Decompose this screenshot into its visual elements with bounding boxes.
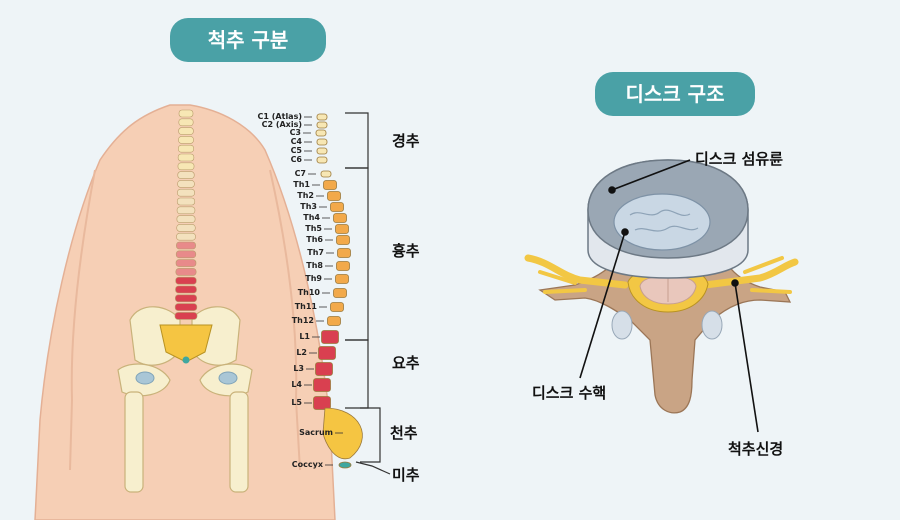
- figure-vertebra: [177, 171, 195, 179]
- vertebra-label: L3: [293, 364, 304, 373]
- vertebra-9: [330, 202, 344, 212]
- vertebra-label: Th5: [305, 224, 322, 233]
- vertebra-5: [316, 156, 328, 164]
- figure-vertebra: [176, 224, 196, 232]
- vertebra-label: C7: [294, 169, 306, 178]
- figure-vertebra: [175, 276, 197, 285]
- vertebra-1: [316, 121, 328, 129]
- vertebra-22: [313, 378, 331, 392]
- lateral-spine: [303, 113, 363, 469]
- vertebra-17: [330, 302, 344, 312]
- vertebra-label: Th6: [306, 235, 323, 244]
- vertebra-15: [335, 274, 349, 284]
- vertebra-label: L5: [291, 398, 302, 407]
- figure-vertebra: [175, 294, 197, 303]
- vertebra-label: C4: [290, 137, 302, 146]
- figure-vertebra: [176, 215, 196, 223]
- vertebra-label: Th9: [305, 274, 322, 283]
- figure-vertebra: [177, 153, 195, 162]
- pelvis: [117, 306, 253, 493]
- vertebra-25: [338, 461, 352, 469]
- vertebra-19: [321, 330, 339, 344]
- vertebra-label: C5: [290, 146, 302, 155]
- vertebra-label: Coccyx: [291, 460, 323, 469]
- figure-vertebra: [175, 259, 197, 267]
- figure-spine: [174, 109, 198, 320]
- figure-vertebra: [177, 162, 195, 171]
- vertebra-3: [316, 138, 328, 146]
- vertebra-label: L1: [299, 332, 310, 341]
- vertebra-label: Sacrum: [299, 428, 333, 437]
- vertebra-10: [333, 213, 347, 223]
- vertebra-11: [335, 224, 349, 234]
- callout-lines: [579, 159, 759, 433]
- vertebra-13: [337, 248, 351, 258]
- vertebra-label: Th10: [297, 288, 320, 297]
- vertebra-6: [320, 170, 332, 178]
- vertebra-label: C3: [289, 128, 301, 137]
- figure-vertebra: [178, 127, 194, 135]
- vertebra-label: Th11: [294, 302, 317, 311]
- figure-vertebra: [176, 241, 196, 250]
- region-label-sacral: 천추: [390, 424, 418, 442]
- figure-vertebra: [178, 109, 194, 118]
- vertebra-label: Th3: [300, 202, 317, 211]
- figure-vertebra: [178, 144, 195, 153]
- vertebra-label: Th12: [291, 316, 314, 325]
- region-label-thoracic: 흉추: [392, 242, 420, 260]
- vertebra-20: [318, 346, 336, 360]
- vertebra-12: [336, 235, 350, 245]
- figure-vertebra: [175, 268, 197, 276]
- vertebra-label: C6: [290, 155, 302, 164]
- vertebra-label: Th2: [297, 191, 314, 200]
- figure-vertebra: [178, 136, 194, 144]
- vertebra-23: [313, 396, 331, 410]
- figure-vertebra: [178, 118, 194, 127]
- figure-vertebra: [176, 197, 196, 206]
- vertebra-label: L2: [296, 348, 307, 357]
- vertebra-label: C2 (Axis): [261, 120, 302, 129]
- figure-vertebra: [176, 206, 196, 215]
- callout-annulus: 디스크 섬유륜: [695, 150, 784, 168]
- region-label-coccygeal: 미추: [392, 466, 420, 484]
- figure-vertebra: [174, 303, 198, 311]
- callout-spinal-nerve: 척추신경: [728, 440, 784, 458]
- callout-nucleus: 디스크 수핵: [532, 384, 607, 402]
- vertebra-21: [315, 362, 333, 376]
- region-label-lumbar: 요추: [392, 354, 420, 372]
- region-label-cervical: 경추: [392, 132, 420, 150]
- vertebra-2: [315, 129, 327, 137]
- vertebra-label: Th7: [307, 248, 324, 257]
- figure-vertebra: [175, 285, 197, 294]
- figure-vertebra: [177, 188, 195, 197]
- figure-vertebra: [174, 312, 198, 320]
- vertebra-8: [327, 191, 341, 201]
- figure-vertebra: [176, 232, 196, 241]
- disc-structure-title: 디스크 구조: [595, 72, 755, 116]
- spine-section-title: 척추 구분: [170, 18, 326, 62]
- figure-vertebra: [175, 250, 197, 259]
- vertebra-18: [327, 316, 341, 326]
- region-brackets: [345, 112, 391, 475]
- vertebra-7: [323, 180, 337, 190]
- vertebra-14: [336, 261, 350, 271]
- vertebra-label: Th1: [293, 180, 310, 189]
- vertebra-label: C1 (Atlas): [257, 112, 302, 121]
- vertebra-16: [333, 288, 347, 298]
- figure-vertebra: [177, 180, 195, 188]
- vertebra-0: [316, 113, 328, 121]
- disc-cross-section: [524, 159, 799, 414]
- vertebra-label: L4: [291, 380, 302, 389]
- vertebra-label: Th4: [303, 213, 320, 222]
- vertebra-4: [316, 147, 328, 155]
- vertebra-label: Th8: [306, 261, 323, 270]
